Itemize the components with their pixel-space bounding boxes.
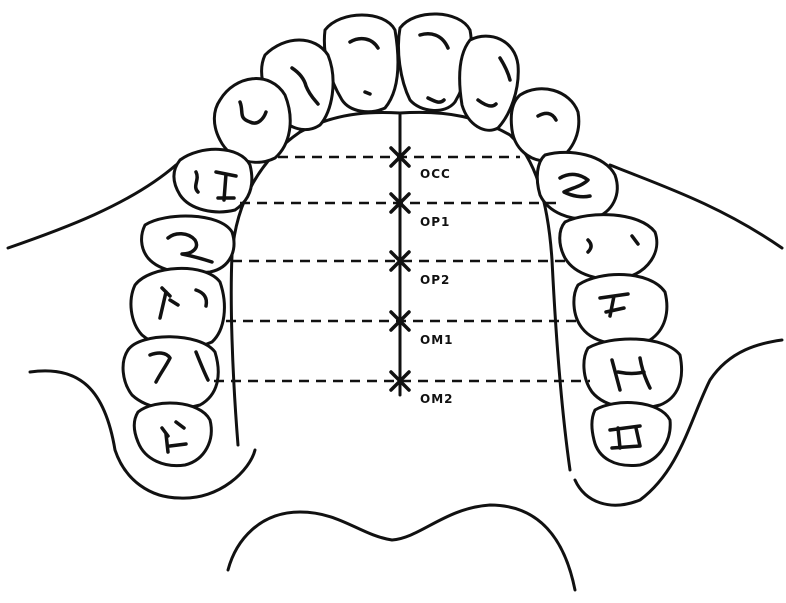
palate-outline: [8, 165, 782, 505]
label-om2: OM2: [420, 392, 454, 406]
label-op1: OP1: [420, 215, 450, 229]
label-om1: OM1: [420, 333, 454, 347]
label-occ: OCC: [420, 167, 451, 181]
label-op2: OP2: [420, 273, 450, 287]
measurement-lines: [214, 157, 590, 381]
tongue-outline: [228, 505, 575, 590]
teeth: [123, 14, 682, 466]
